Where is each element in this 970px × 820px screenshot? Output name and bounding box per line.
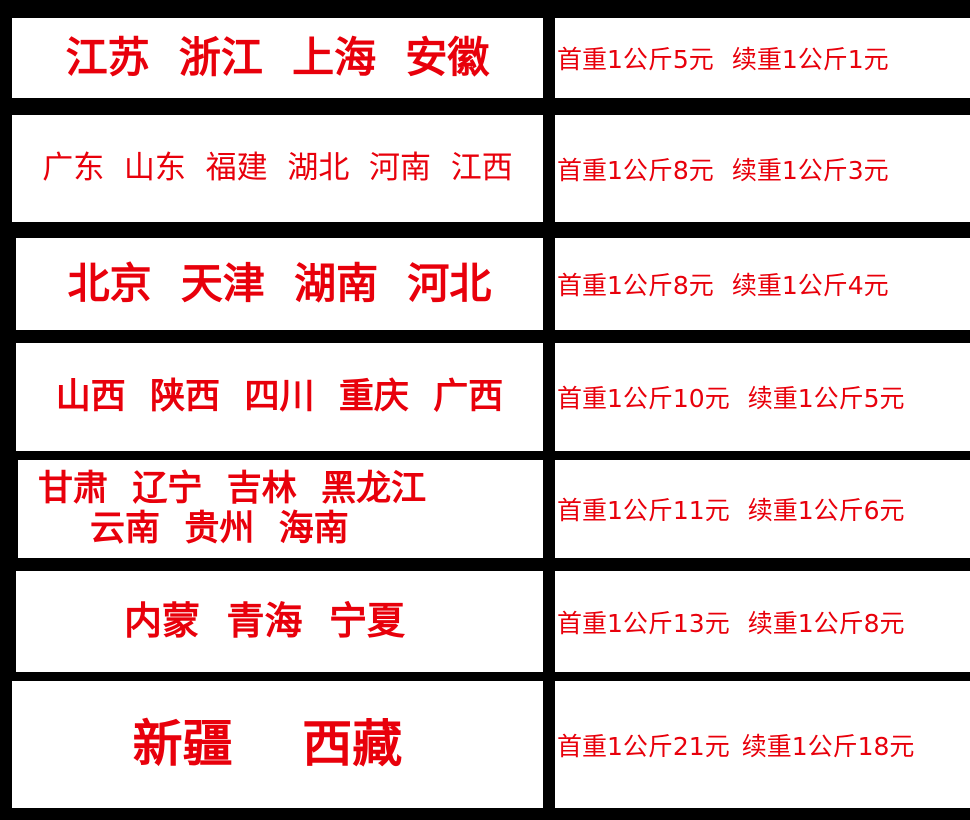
price-cell-3: 首重1公斤8元续重1公斤4元: [555, 238, 970, 330]
additional-weight-price: 续重1公斤8元: [747, 608, 905, 638]
region-cell-7: 新疆 西藏: [12, 681, 543, 808]
additional-weight-price: 续重1公斤1元: [731, 45, 889, 74]
region-cell-4: 山西 陕西 四川 重庆 广西: [16, 343, 543, 451]
region-cell-3: 北京 天津 湖南 河北: [16, 238, 543, 330]
price-cell-2: 首重1公斤8元续重1公斤3元: [555, 115, 970, 222]
region-text-line-2: 云南 贵州 海南: [90, 509, 349, 549]
additional-weight-price: 续重1公斤18元: [741, 731, 915, 761]
region-cell-5: 甘肃 辽宁 吉林 黑龙江 云南 贵州 海南: [18, 460, 543, 558]
first-weight-price: 首重1公斤10元: [557, 384, 730, 413]
region-text: 内蒙 青海 宁夏: [124, 598, 405, 643]
region-text: 新疆 西藏: [132, 714, 403, 773]
price-cell-4: 首重1公斤10元续重1公斤5元: [555, 343, 970, 451]
additional-weight-price: 续重1公斤5元: [747, 384, 905, 413]
region-cell-2: 广东 山东 福建 湖北 河南 江西: [12, 115, 543, 222]
region-text: 江苏 浙江 上海 安徽: [65, 32, 490, 82]
region-cell-6: 内蒙 青海 宁夏: [16, 571, 543, 672]
first-weight-price: 首重1公斤11元: [557, 496, 730, 525]
first-weight-price: 首重1公斤5元: [557, 45, 714, 74]
price-cell-7: 首重1公斤21元续重1公斤18元: [555, 681, 970, 808]
region-text: 广东 山东 福建 湖北 河南 江西: [42, 149, 513, 186]
additional-weight-price: 续重1公斤3元: [731, 155, 889, 185]
price-cell-5: 首重1公斤11元续重1公斤6元: [555, 460, 970, 558]
first-weight-price: 首重1公斤21元: [557, 731, 730, 761]
price-cell-1: 首重1公斤5元续重1公斤1元: [555, 18, 970, 98]
additional-weight-price: 续重1公斤6元: [747, 496, 905, 525]
region-cell-1: 江苏 浙江 上海 安徽: [12, 18, 543, 98]
additional-weight-price: 续重1公斤4元: [731, 271, 889, 300]
first-weight-price: 首重1公斤13元: [557, 608, 730, 638]
first-weight-price: 首重1公斤8元: [557, 271, 714, 300]
region-text: 山西 陕西 四川 重庆 广西: [55, 376, 504, 417]
region-text: 北京 天津 湖南 河北: [67, 258, 492, 308]
price-cell-6: 首重1公斤13元续重1公斤8元: [555, 571, 970, 672]
region-text-line-1: 甘肃 辽宁 吉林 黑龙江: [38, 468, 427, 509]
first-weight-price: 首重1公斤8元: [557, 155, 714, 185]
